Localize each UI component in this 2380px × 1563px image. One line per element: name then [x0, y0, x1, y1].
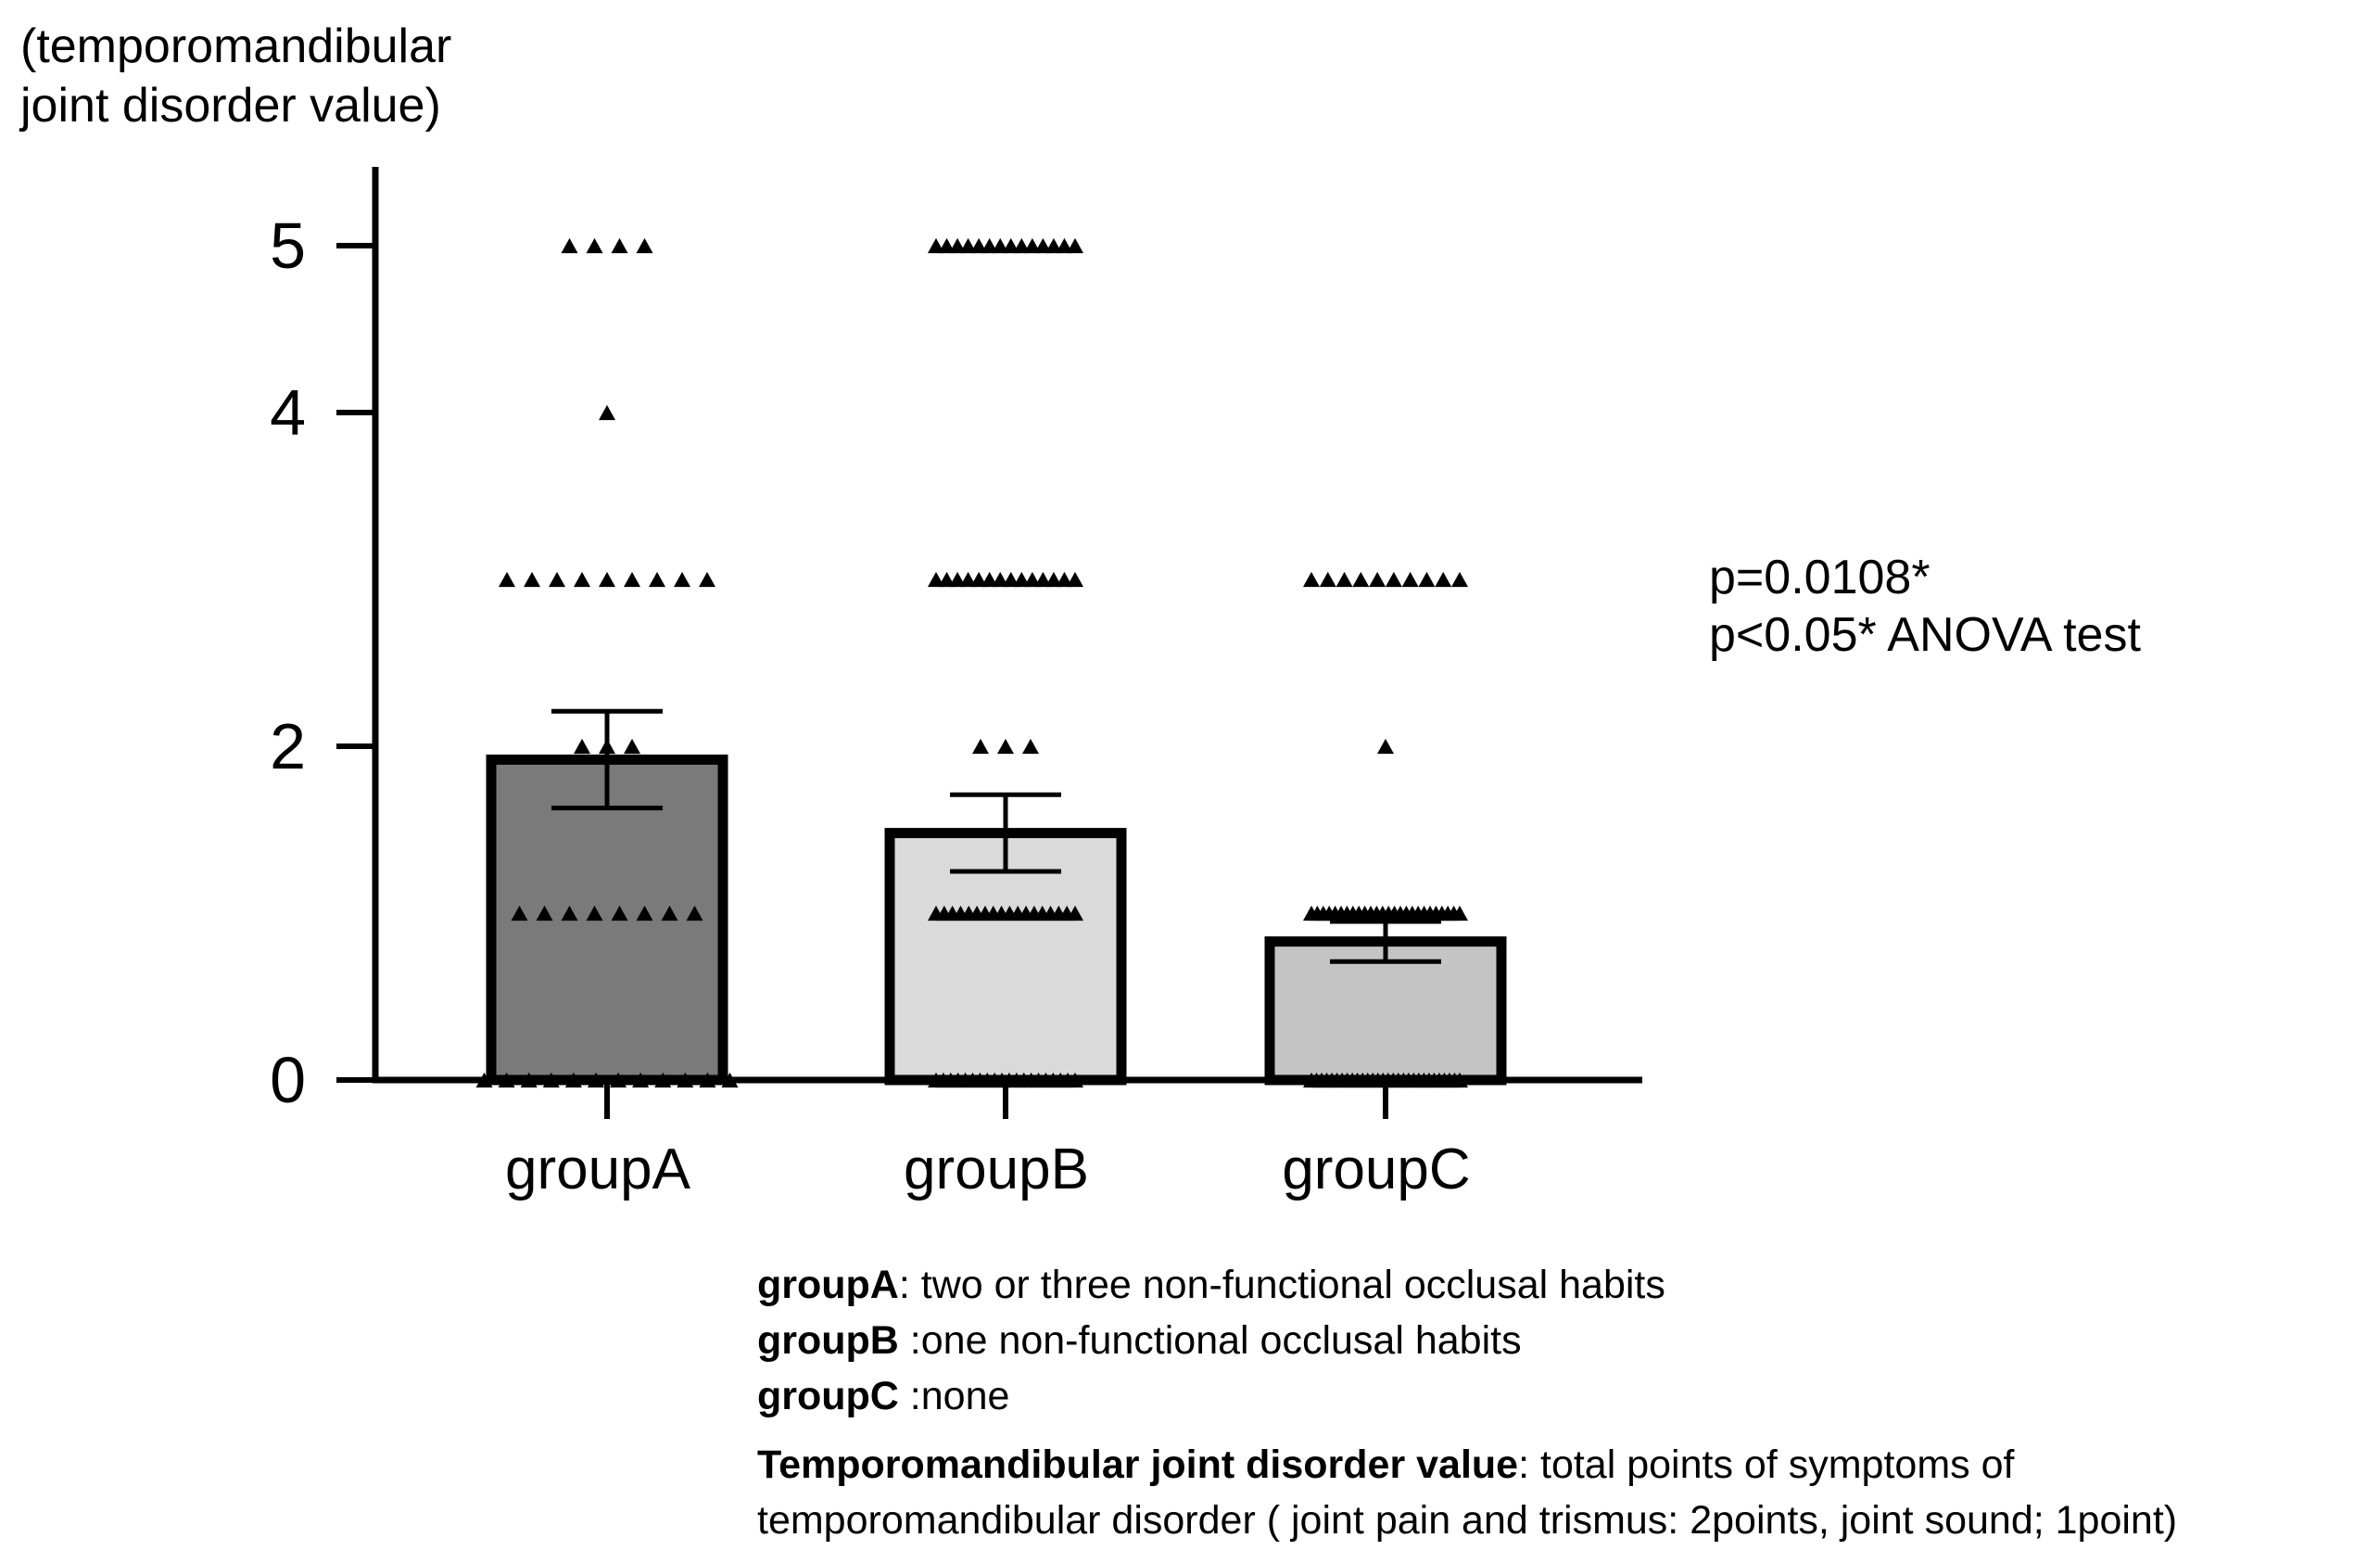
point-groupB — [928, 237, 944, 254]
point-groupB — [949, 571, 967, 588]
point-groupB — [1022, 738, 1039, 755]
x-tick-label-groupB: groupB — [904, 1137, 1089, 1201]
point-groupA — [561, 237, 578, 254]
y-axis-label: (temporomandibular joint disorder value) — [20, 19, 452, 133]
point-groupB — [1056, 237, 1073, 254]
point-groupA — [586, 237, 603, 254]
note-groupA-text: : two or three non-functional occlusal h… — [898, 1263, 1665, 1307]
point-groupB — [981, 237, 998, 254]
note-definition-cont: temporomandibular disorder ( joint pain … — [757, 1498, 2178, 1543]
y-tick-label-2: 2 — [270, 710, 306, 782]
point-groupB — [1013, 237, 1031, 254]
point-groupB — [1023, 571, 1041, 588]
point-groupA — [661, 905, 678, 921]
note-groupA: groupA: two or three non-functional occl… — [757, 1257, 2177, 1313]
point-groupA — [511, 905, 528, 921]
note-groupB-text: :one non-functional occlusal habits — [898, 1318, 1522, 1363]
point-groupA — [674, 571, 690, 588]
point-groupC — [1418, 571, 1436, 588]
point-groupA — [636, 237, 653, 254]
point-groupC — [1319, 571, 1336, 588]
point-groupA — [561, 905, 578, 921]
point-groupA — [549, 571, 565, 588]
point-groupA — [599, 404, 615, 421]
point-groupA — [636, 905, 653, 921]
point-groupB — [992, 571, 1009, 588]
y-tick-label-4: 4 — [270, 376, 306, 449]
point-groupB — [1044, 571, 1062, 588]
point-groupA — [524, 571, 540, 588]
point-groupC — [1451, 905, 1468, 921]
point-groupA — [699, 571, 715, 588]
point-groupB — [1067, 571, 1083, 588]
point-groupB — [949, 237, 967, 254]
point-groupB — [1067, 237, 1083, 254]
note-definition-label: Temporomandibular joint disorder value — [757, 1442, 1519, 1487]
point-groupA — [574, 571, 590, 588]
point-groupB — [970, 571, 988, 588]
point-groupB — [1067, 905, 1083, 921]
point-groupA — [586, 905, 603, 921]
note-definition: Temporomandibular joint disorder value: … — [757, 1437, 2177, 1493]
x-tick-label-groupC: groupC — [1282, 1137, 1470, 1201]
point-groupC — [1401, 571, 1419, 588]
point-groupB — [938, 571, 956, 588]
point-groupA — [536, 905, 553, 921]
x-tick-label-groupA: groupA — [505, 1137, 691, 1201]
note-groupC-label: groupC — [757, 1374, 899, 1418]
point-groupB — [938, 237, 956, 254]
point-groupB — [959, 571, 977, 588]
point-groupC — [1303, 571, 1320, 588]
note-definition-text: : total points of symptoms of — [1518, 1442, 2015, 1487]
point-groupB — [1034, 571, 1052, 588]
point-groupC — [1435, 571, 1452, 588]
note-groupB-label: groupB — [757, 1318, 899, 1363]
point-groupA — [574, 738, 590, 755]
point-groupB — [1023, 237, 1041, 254]
point-groupB — [970, 237, 988, 254]
point-groupA — [624, 738, 640, 755]
point-groupA — [624, 571, 640, 588]
point-groupA — [649, 571, 665, 588]
point-groupA — [611, 905, 628, 921]
point-groupB — [997, 738, 1014, 755]
point-groupB — [992, 237, 1009, 254]
point-groupB — [1002, 571, 1019, 588]
point-groupC — [1369, 571, 1386, 588]
point-groupB — [1002, 237, 1019, 254]
point-groupA — [611, 237, 628, 254]
point-groupA — [599, 571, 615, 588]
y-tick-label-0: 0 — [270, 1044, 306, 1116]
p-value-annotations: p=0.0108* p<0.05* ANOVA test — [1709, 549, 2141, 664]
point-groupB — [1034, 237, 1052, 254]
point-groupB — [981, 571, 998, 588]
point-groupA — [686, 905, 703, 921]
point-groupB — [972, 738, 989, 755]
point-groupB — [928, 571, 944, 588]
anova-annotation: p<0.05* ANOVA test — [1709, 608, 2141, 662]
bar-groupA — [486, 754, 728, 1086]
y-tick-label-5: 5 — [270, 210, 306, 282]
point-groupB — [959, 237, 977, 254]
note-groupC-text: :none — [898, 1374, 1010, 1418]
note-groupB: groupB :one non-functional occlusal habi… — [757, 1313, 2177, 1368]
point-groupB — [1044, 237, 1062, 254]
note-groupC: groupC :none — [757, 1368, 2177, 1424]
point-groupC — [1377, 738, 1394, 755]
point-groupC — [1385, 571, 1402, 588]
point-groupC — [1451, 571, 1468, 588]
point-groupB — [1013, 571, 1031, 588]
note-groupA-label: groupA — [757, 1263, 899, 1307]
point-groupC — [1336, 571, 1353, 588]
p-value-annotation: p=0.0108* — [1709, 551, 1931, 604]
point-groupB — [1056, 571, 1073, 588]
point-groupA — [499, 571, 515, 588]
legend-notes: groupA: two or three non-functional occl… — [757, 1257, 2177, 1548]
point-groupC — [1352, 571, 1370, 588]
